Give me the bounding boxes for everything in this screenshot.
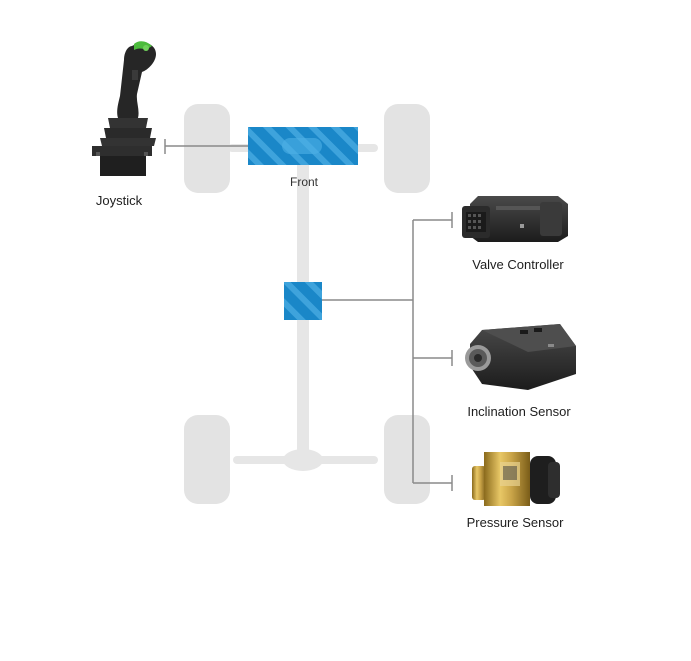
wheels — [184, 104, 430, 504]
joystick-label: Joystick — [95, 193, 143, 208]
wiring — [164, 139, 453, 491]
pressure-sensor-icon — [472, 452, 560, 506]
valve-controller-icon — [462, 196, 568, 242]
valve-controller-label: Valve Controller — [472, 257, 564, 272]
wheel-front-right — [384, 104, 430, 193]
front-ecu — [248, 127, 358, 165]
inclination-sensor-icon — [465, 324, 576, 390]
center-ecu — [284, 282, 322, 320]
differential — [283, 449, 323, 471]
inclination-sensor-label: Inclination Sensor — [467, 404, 571, 419]
wheel-rear-right — [384, 415, 430, 504]
joystick-icon — [92, 41, 156, 176]
wheel-front-left — [184, 104, 230, 193]
pressure-sensor-label: Pressure Sensor — [466, 515, 564, 530]
wheel-rear-left — [184, 415, 230, 504]
front-label: Front — [289, 175, 319, 189]
